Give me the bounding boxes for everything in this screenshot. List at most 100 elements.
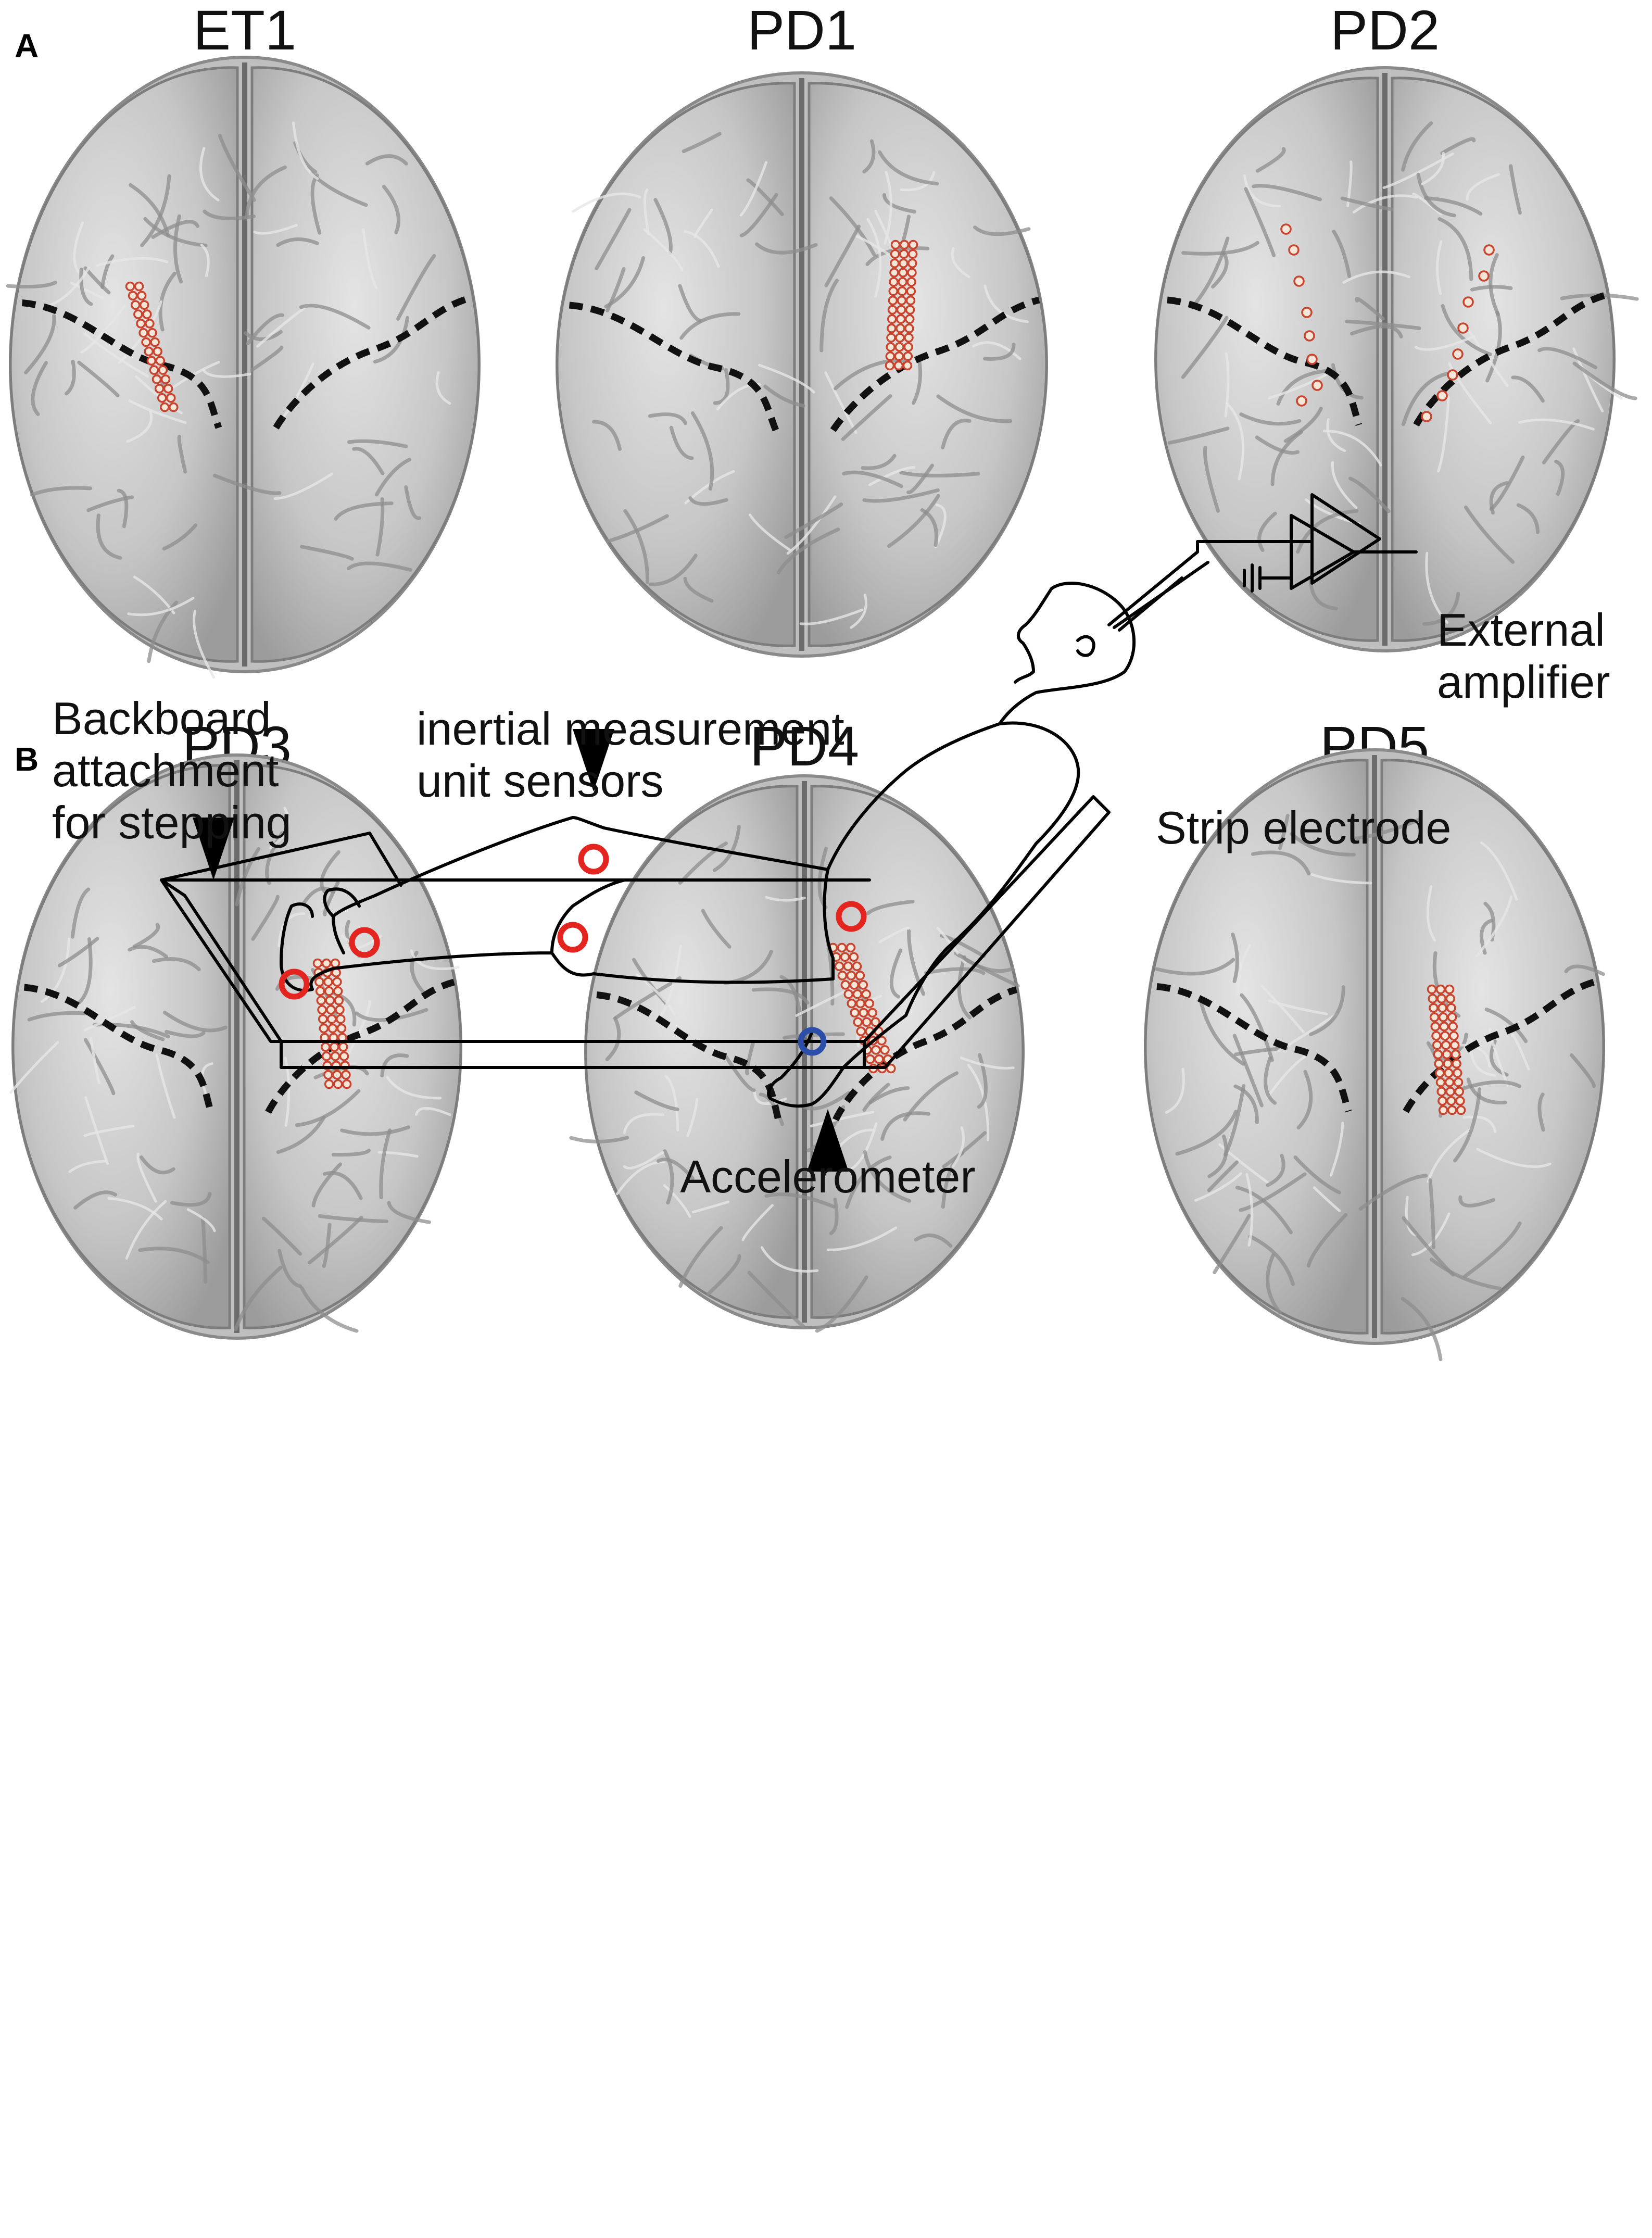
electrode-contact [897,286,907,296]
electrode-contact [856,1026,866,1036]
electrode-contact [321,1042,331,1052]
brain-title-et1: ET1 [193,0,296,61]
electrode-contact [141,337,151,347]
electrode-contact [323,977,333,987]
electrode-contact [1448,1022,1458,1032]
electrode-contact [147,328,157,338]
electrode-contact [885,351,896,361]
electrode-contact [326,1005,336,1015]
electrode-contact [1455,1096,1465,1106]
electrode-contact [326,1014,337,1024]
electrode-contact [902,360,913,371]
body-legs [309,816,835,991]
electrode-contact [149,365,159,375]
electrode-contact [157,393,167,403]
central-sulcus-left [1167,296,1363,426]
electrode-strip [885,240,918,371]
electrode-leads [1107,514,1418,632]
electrode-contact [880,1045,890,1055]
body-ear [1076,635,1095,657]
electrode-contact [1427,984,1437,995]
brain-pd5 [1144,748,1605,1362]
electrode-contact [130,300,141,310]
electrode-contact [319,1023,329,1034]
brain-title-pd4: PD4 [750,714,859,777]
electrode-contact [898,277,907,287]
brain-renderings [6,56,1639,1362]
central-sulcus-right [830,296,1040,432]
electrode-strip [1427,984,1466,1115]
electrode-contact [324,986,334,996]
electrode-contact [153,346,162,357]
electrode-contact [1296,395,1307,407]
electrode-contact [890,240,901,250]
brain-pd2 [1154,66,1639,652]
electrode-contact [1438,1012,1448,1022]
electrode-contact [846,971,856,980]
electrode-contact [1293,275,1305,287]
electrode-contact [908,240,918,250]
electrode-contact [160,374,171,384]
electrode-contact [169,402,179,412]
accelerometer-label: Accelerometer [680,1151,975,1202]
electrode-contact [335,1005,345,1015]
electrode-contact [1451,1049,1461,1060]
electrode-contact [904,333,914,343]
amplifier-label-line1: External [1437,604,1605,656]
electrode-contact [886,333,896,343]
backboard-arrow [193,818,234,880]
electrode-contact [889,268,899,278]
electrode-contact [321,958,332,969]
electrode-contact [852,961,862,971]
gyri-texture [6,121,451,679]
electrode-contact [843,961,853,971]
electrode-contact [840,952,850,962]
bed-frame [160,795,1111,1069]
electrode-contact [890,258,900,268]
central-sulcus-right [1413,291,1608,427]
electrode-contact [144,346,154,357]
electrode-contact [323,1070,333,1080]
electrode-contact [315,986,325,996]
amplifier-label-line2: amplifier [1437,656,1610,708]
electrode-contact [894,351,904,361]
electrode-contact [1483,244,1495,256]
central-sulcus-right [265,978,455,1114]
electrode-contact [864,998,874,1009]
electrode-contact [837,942,847,953]
electrode-contact [887,323,897,333]
electrode-contact [133,309,143,319]
central-sulcus-left [21,299,222,429]
electrode-contact [1429,1012,1440,1022]
electrode-contact [894,342,904,352]
electrode-contact [907,268,917,278]
electrode-contact [899,258,909,268]
body-head [998,582,1136,725]
electrode-contact [853,1017,863,1027]
strip-electrode-label: Strip electrode [1156,802,1451,853]
electrode-contact [155,356,166,366]
gyri-texture [1154,813,1605,1362]
central-sulcus-right [1403,978,1598,1113]
amplifier-triangle [1310,493,1381,585]
electrode-contact [899,249,909,259]
electrode-contact [896,314,906,324]
electrode-contact [899,240,910,250]
brain-pd3 [9,753,462,1340]
left-hemisphere [584,785,799,1319]
imu-arrow [573,729,614,791]
electrode-contact [333,1079,343,1089]
gyri-texture [569,825,1020,1333]
central-sulcus-left [1156,983,1352,1113]
electrode-contact [849,952,859,962]
electrode-contact [1434,1059,1444,1069]
body-arm [767,1014,907,1108]
central-sulcus-left [23,984,215,1113]
electrode-contact [146,356,157,366]
imu-sensor-ankle-lower [279,969,310,1000]
electrode-contact [1436,1087,1446,1097]
right-hemisphere [808,82,1048,647]
backboard-label-line3: for stepping [52,797,292,848]
electrode-contact [125,281,135,292]
